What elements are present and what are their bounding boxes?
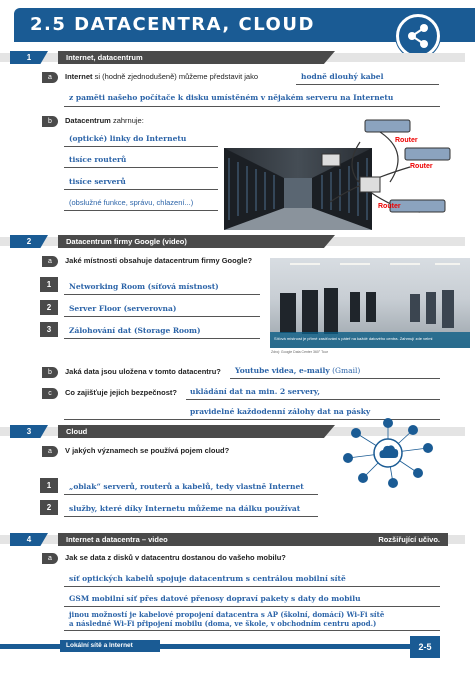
answer-line xyxy=(64,106,440,107)
video-caption: Zdroj: Google Data Center 360° Tour xyxy=(271,350,328,354)
question-badge: c xyxy=(42,388,58,399)
answer-text: síť optických kabelů spojuje datacentrum… xyxy=(69,574,346,583)
answer-text: Server Floor (serverovna) xyxy=(69,304,177,313)
answer-text: služby, které díky Internetu můžeme na d… xyxy=(69,504,301,513)
answer-text: GSM mobilní síť přes datové přenosy dopr… xyxy=(69,594,361,603)
router-label: Router xyxy=(410,163,433,170)
answer-line xyxy=(64,294,260,295)
answer-text: Networking Room (síťová místnost) xyxy=(69,282,219,291)
item-number: 2 xyxy=(40,500,58,515)
section-number: 2 xyxy=(10,235,48,248)
section-2-bar: 2 Datacentrum firmy Google (video) xyxy=(0,235,465,248)
answer-text: pravidelné každodenní zálohy dat na pásk… xyxy=(190,407,371,416)
question-text: Jaké místnosti obsahuje datacentrum firm… xyxy=(65,256,253,265)
answer-text: Zálohování dat (Storage Room) xyxy=(69,326,201,335)
cloud-diagram xyxy=(338,418,438,488)
answer-text: hodně dlouhý kabel xyxy=(301,72,384,81)
answer-line xyxy=(64,586,440,587)
question-badge: b xyxy=(42,367,58,378)
section-title: Cloud xyxy=(58,425,335,438)
answer-line xyxy=(230,378,440,379)
question-text: Jak se data z disků v datacentru dostano… xyxy=(65,553,286,562)
video-player[interactable]: Síťová místnost je přímé zasíťováni s pá… xyxy=(270,258,470,348)
question-badge: a xyxy=(42,256,58,267)
item-number: 3 xyxy=(40,322,58,337)
answer-line xyxy=(64,167,218,168)
question-text: Co zajišťuje jejich bezpečnost? xyxy=(65,388,177,397)
page-footer: Lokální sítě a Internet 2-5 xyxy=(0,636,475,658)
cloud-icon xyxy=(379,445,399,458)
item-number: 2 xyxy=(40,300,58,315)
item-number: 1 xyxy=(40,478,58,493)
share-icon xyxy=(408,24,428,48)
answer-text: Youtube videa, e-maily (Gmail) xyxy=(235,366,361,375)
answer-line xyxy=(296,84,439,85)
answer-text: (obslužné funkce, správu, chlazení...) xyxy=(69,198,194,207)
page-title: 2.5 DATACENTRA, CLOUD xyxy=(30,14,315,35)
datacenter-photo xyxy=(224,148,372,230)
answer-text: tisíce serverů xyxy=(69,177,126,186)
item-number: 1 xyxy=(40,277,58,292)
question-text: Datacentrum zahrnuje: xyxy=(65,116,144,125)
section-title: Datacentrum firmy Google (video) xyxy=(58,235,335,248)
answer-text: tisíce routerů xyxy=(69,155,127,164)
question-badge: a xyxy=(42,553,58,564)
answer-line xyxy=(64,210,218,211)
answer-text: „oblak“ serverů, routerů a kabelů, tedy … xyxy=(69,482,304,491)
video-subtitle: Síťová místnost je přímé zasíťováni s pá… xyxy=(274,336,433,341)
answer-text: z paměti našeho počítače k disku umístěn… xyxy=(69,93,394,102)
router-label: Router xyxy=(378,203,401,210)
section-3-bar: 3 Cloud xyxy=(0,425,465,438)
answer-line xyxy=(64,338,260,339)
answer-text: (optické) linky do Internetu xyxy=(69,134,187,143)
page-number: 2-5 xyxy=(410,636,440,658)
question-text: Jaká data jsou uložena v tomto datacentr… xyxy=(65,367,221,376)
answer-line xyxy=(64,494,318,495)
answer-line xyxy=(64,630,440,631)
answer-text: ukládání dat na min. 2 servery, xyxy=(190,387,321,396)
answer-line xyxy=(64,516,318,517)
question-badge: b xyxy=(42,116,58,127)
question-text: Internet si (hodně zjednodušeně) můžeme … xyxy=(65,72,259,81)
answer-text: jinou možností je kabelové propojení dat… xyxy=(69,610,385,619)
section-1-bar: 1 Internet, datacentrum xyxy=(0,51,465,64)
answer-text: a následné Wi-Fi připojení mobilu (doma,… xyxy=(69,619,377,628)
section-extra: Rozšiřující učivo. xyxy=(378,535,440,544)
section-number: 4 xyxy=(10,533,48,546)
answer-line xyxy=(64,606,440,607)
section-title: Internet, datacentrum xyxy=(58,51,335,64)
router-label: Router xyxy=(395,137,418,144)
section-number: 1 xyxy=(10,51,48,64)
question-badge: a xyxy=(42,446,58,457)
router-photo: Router Router Router xyxy=(320,112,470,230)
answer-line xyxy=(64,146,218,147)
question-text: V jakých významech se používá pojem clou… xyxy=(65,446,230,455)
answer-line xyxy=(186,399,440,400)
answer-line xyxy=(64,419,440,420)
answer-line xyxy=(64,189,218,190)
section-number: 3 xyxy=(10,425,48,438)
footer-label: Lokální sítě a Internet xyxy=(60,640,160,652)
answer-line xyxy=(64,316,260,317)
question-badge: a xyxy=(42,72,58,83)
